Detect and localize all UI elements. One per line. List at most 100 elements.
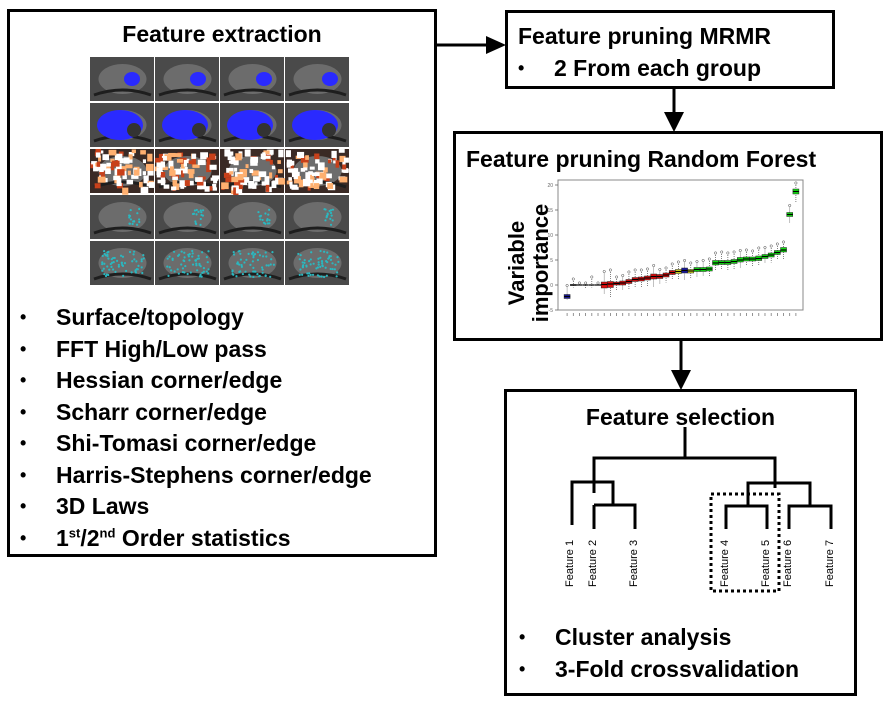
outlier — [788, 204, 792, 207]
feature-extraction-box: Feature extraction •Surface/topology •FFT… — [7, 9, 437, 557]
bullet-icon: • — [519, 627, 526, 647]
random-forest-box: Feature pruning Random Forest Variable i… — [453, 131, 883, 341]
leaf-label: Feature 6 — [782, 539, 794, 587]
bullet-icon: • — [20, 401, 27, 422]
arrowhead-right-icon — [486, 36, 506, 54]
outlier — [782, 240, 785, 244]
outlier — [769, 244, 773, 248]
mrmr-item: •2 From each group — [518, 55, 762, 81]
mri-cell-tumor-keypoints — [155, 195, 219, 239]
mri-montage — [90, 57, 349, 285]
outlier — [602, 270, 606, 273]
feature-selection-box: Feature selection Feature 1 Feature 2 Fe… — [504, 389, 857, 696]
leaf-label: Feature 4 — [719, 539, 731, 587]
feature-selection-title: Feature selection — [585, 404, 776, 430]
highlight-cluster-box — [709, 492, 781, 593]
feature-extraction-item: •Surface/topology — [20, 304, 244, 330]
leaf-label: Feature 1 — [564, 539, 576, 587]
mri-cell-gland-segmentation-overlay — [285, 103, 349, 147]
box-confirmed — [699, 259, 707, 277]
leaf-label: Feature 2 — [587, 539, 599, 587]
bullet-icon: • — [20, 527, 27, 548]
box-confirmed — [743, 248, 750, 266]
dendrogram-top-link — [592, 456, 777, 493]
outlier — [670, 262, 674, 266]
mri-cell-gland-segmentation-overlay — [90, 103, 154, 147]
box-neutral — [582, 281, 589, 288]
box-confirmed — [780, 240, 787, 259]
random-forest-title: Feature pruning Random Forest — [466, 146, 817, 172]
bullet-icon: • — [20, 338, 27, 359]
box-rejected — [619, 274, 626, 290]
y-tick-label: 5 — [550, 258, 553, 264]
outlier — [621, 274, 625, 277]
leaf-label: Feature 3 — [628, 539, 640, 587]
outlier — [565, 284, 569, 287]
mri-cell-texture-heatmap — [155, 149, 220, 193]
mri-cell-tumor-segmentation-overlay — [155, 57, 219, 101]
bullet-icon: • — [20, 307, 27, 327]
mri-cell-gland-keypoints — [220, 241, 284, 285]
outlier — [775, 242, 779, 246]
box-confirmed — [792, 181, 800, 203]
feature-extraction-item: •Harris-Stephens corner/edge — [20, 461, 372, 488]
outlier — [584, 281, 588, 285]
outlier — [590, 275, 594, 279]
mrmr-box: Feature pruning MRMR •2 From each group — [505, 10, 835, 89]
bullet-icon: • — [20, 464, 27, 485]
outlier — [646, 267, 649, 271]
mri-image-grid — [90, 57, 350, 289]
leaf-label: Feature 5 — [760, 539, 772, 587]
bullet-icon: • — [20, 433, 27, 453]
box-shadow — [563, 284, 571, 300]
mri-cell-gland-keypoints — [90, 241, 154, 285]
bullet-icon: • — [20, 496, 27, 516]
outlier — [763, 246, 767, 249]
outlier — [732, 250, 736, 254]
y-tick-label: 20 — [547, 183, 553, 189]
outlier — [676, 260, 680, 264]
dendrogram — [570, 427, 833, 593]
mri-cell-texture-heatmap — [90, 149, 156, 195]
outlier — [664, 266, 668, 270]
arrowhead-down-icon — [664, 112, 684, 132]
outlier — [744, 248, 748, 252]
box-confirmed — [693, 260, 701, 278]
feature-extraction-item: •FFT High/Low pass — [20, 335, 267, 362]
mri-cell-tumor-keypoints — [285, 195, 349, 239]
box-confirmed — [749, 249, 756, 267]
dendrogram-f2-f3-link — [594, 503, 637, 529]
box-confirmed — [737, 249, 744, 268]
box-neutral — [576, 281, 583, 286]
outlier — [633, 268, 637, 272]
feature-extraction-title: Feature extraction — [122, 21, 322, 47]
box-confirmed — [786, 204, 793, 223]
mri-cell-tumor-segmentation-overlay — [285, 57, 349, 101]
outlier — [689, 261, 693, 265]
mri-cell-tumor-keypoints — [90, 195, 154, 239]
mri-cell-gland-segmentation-overlay — [220, 103, 284, 147]
y-tick-label: 15 — [547, 208, 553, 214]
outlier — [639, 268, 643, 272]
outlier — [571, 277, 575, 281]
mri-cell-tumor-segmentation-overlay — [220, 57, 284, 101]
outlier — [695, 260, 699, 263]
outlier — [596, 281, 600, 285]
outlier — [578, 281, 581, 285]
outlier — [714, 251, 717, 255]
outlier — [627, 270, 631, 274]
dendrogram-f4-f5-link — [724, 504, 769, 529]
outlier — [751, 249, 755, 253]
mri-cell-gland-keypoints — [285, 241, 349, 285]
mri-cell-texture-heatmap — [220, 149, 286, 196]
y-tick-label: 10 — [547, 233, 553, 239]
outlier — [608, 268, 612, 272]
feature-extraction-item: •1st/2nd Order statistics — [20, 524, 291, 551]
outlier — [707, 257, 711, 261]
outlier — [652, 264, 656, 267]
outlier — [683, 259, 687, 262]
box-rejected — [638, 268, 645, 288]
bullet-icon: • — [518, 58, 525, 78]
